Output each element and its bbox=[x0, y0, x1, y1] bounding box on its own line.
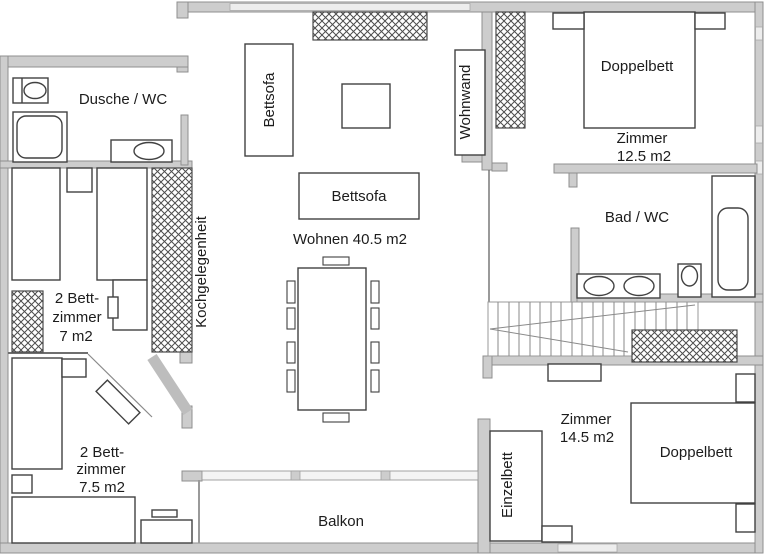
label-room145-line2: 14.5 m2 bbox=[560, 429, 614, 446]
label-sofa-center: Bettsofa bbox=[331, 188, 387, 205]
bed-single-2 bbox=[96, 167, 148, 281]
nightstand-4 bbox=[552, 12, 585, 30]
label-balcony: Balkon bbox=[318, 513, 364, 530]
nightstand-8 bbox=[735, 503, 756, 533]
label-room125-line1: Zimmer bbox=[617, 130, 668, 147]
label-sofa-left: Bettsofa bbox=[261, 72, 278, 128]
label-single-bed: Einzelbett bbox=[499, 451, 516, 518]
nightstand-6 bbox=[541, 525, 573, 543]
label-bedroom7-line1: 2 Bett- bbox=[55, 290, 99, 307]
bed-single-1 bbox=[11, 167, 61, 281]
sink bbox=[110, 139, 173, 163]
thin-partitions bbox=[8, 170, 490, 418]
label-bedroom7-line2: zimmer bbox=[52, 309, 101, 326]
single-bed-145 bbox=[489, 430, 543, 542]
sofa-bed-center bbox=[298, 172, 420, 220]
dining-chairs bbox=[286, 256, 380, 423]
toilet bbox=[12, 77, 49, 104]
double-bed-bottom bbox=[630, 402, 756, 504]
staircase bbox=[487, 301, 699, 357]
wardrobe-stairs bbox=[631, 329, 738, 363]
nightstand-3 bbox=[11, 474, 33, 494]
coffee-table bbox=[341, 83, 391, 129]
sofa-bed-left bbox=[244, 43, 294, 157]
label-kitchenette: Kochgelegenheit bbox=[193, 215, 210, 328]
label-dusche-wc: Dusche / WC bbox=[79, 91, 168, 108]
shower bbox=[12, 111, 68, 163]
exterior-windows bbox=[229, 3, 763, 553]
nightstand-2 bbox=[61, 358, 87, 378]
diagonal-wall-edge bbox=[147, 353, 193, 416]
label-living: Wohnen 40.5 m2 bbox=[293, 231, 407, 248]
dresser-bedroom75 bbox=[140, 519, 193, 544]
dining-table bbox=[297, 267, 367, 411]
chair-bedroom7 bbox=[107, 296, 119, 319]
label-bedroom75-line3: 7.5 m2 bbox=[79, 479, 125, 496]
bed-single-4 bbox=[11, 496, 136, 544]
toilet-bath bbox=[677, 263, 702, 298]
label-double-bed-bottom: Doppelbett bbox=[660, 444, 733, 461]
label-bedroom7-line3: 7 m2 bbox=[59, 328, 92, 345]
label-double-bed-top: Doppelbett bbox=[601, 58, 674, 75]
shelf-bedroom75 bbox=[151, 509, 178, 518]
nightstand-5 bbox=[694, 12, 726, 30]
balcony-glazing bbox=[198, 470, 479, 543]
label-room125-line2: 12.5 m2 bbox=[617, 148, 671, 165]
nightstand-7 bbox=[735, 373, 756, 403]
label-bedroom75-line1: 2 Bett- bbox=[80, 444, 124, 461]
label-room145-line1: Zimmer bbox=[561, 411, 612, 428]
dresser-bedroom145 bbox=[547, 363, 602, 382]
vanity-double-sink bbox=[576, 273, 661, 299]
label-bad-wc: Bad / WC bbox=[605, 209, 669, 226]
hatched-areas bbox=[11, 11, 738, 363]
door-leaf-bedroom75 bbox=[95, 379, 141, 425]
diagonal-wall bbox=[147, 353, 193, 416]
wall-unit bbox=[454, 49, 486, 156]
wardrobe-bedroom125 bbox=[495, 11, 526, 129]
double-bed-top bbox=[583, 11, 696, 129]
nightstand-1 bbox=[66, 167, 93, 193]
bed-single-3 bbox=[11, 357, 63, 470]
interior-walls bbox=[0, 11, 764, 554]
wardrobe-bedroom7 bbox=[11, 290, 44, 353]
bathtub bbox=[711, 175, 756, 298]
kitchenette-counter bbox=[151, 167, 193, 353]
label-wall-unit: Wohnwand bbox=[457, 65, 474, 140]
wardrobe-living-top bbox=[312, 11, 428, 41]
label-bedroom75-line2: zimmer bbox=[76, 461, 125, 478]
